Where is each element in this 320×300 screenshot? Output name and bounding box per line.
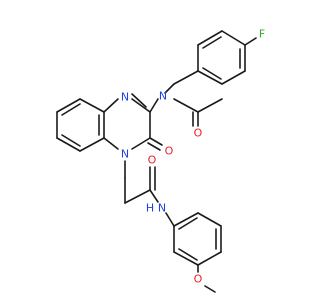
bond <box>103 137 119 150</box>
bond <box>244 37 257 46</box>
bond <box>56 98 81 113</box>
bond <box>165 212 175 227</box>
bond <box>173 98 199 113</box>
anilide-nitrogen-atom: N <box>158 202 166 215</box>
bond <box>149 98 159 113</box>
amide-carbonyl-oxygen-atom: O <box>148 154 157 167</box>
bond <box>197 70 223 85</box>
ring-nitrogen-top-atom: N <box>121 91 129 104</box>
bond <box>221 30 246 46</box>
bond <box>202 36 222 49</box>
bonds <box>56 30 257 293</box>
structure-drawing: F N N N O O O N H O <box>56 28 265 293</box>
bond <box>173 212 199 227</box>
bond <box>178 217 198 230</box>
ring-nitrogen-bottom-atom: N <box>121 148 129 161</box>
bond <box>197 98 223 113</box>
bond <box>197 251 222 266</box>
bond <box>131 137 151 150</box>
bond <box>124 189 151 204</box>
bond <box>197 212 222 227</box>
amide-nitrogen-atom: N <box>159 90 167 103</box>
bond <box>173 70 199 85</box>
bond <box>79 98 105 113</box>
bond <box>103 98 119 113</box>
bond <box>204 285 216 293</box>
bond <box>147 142 161 151</box>
bond <box>173 251 199 266</box>
bond <box>149 137 163 146</box>
bond <box>61 134 81 147</box>
bond <box>202 67 222 80</box>
anilide-hydrogen-atom: H <box>146 202 154 215</box>
ring-carbonyl-oxygen-atom: O <box>165 145 174 158</box>
bond <box>131 93 147 108</box>
bond <box>197 30 223 46</box>
methoxy-oxygen-atom: O <box>194 273 203 286</box>
bond <box>221 70 246 85</box>
molecule-canvas: F N N N O O O N H O <box>56 27 266 293</box>
bond <box>56 137 81 152</box>
atom-labels: F N N N O O O N H O <box>121 28 265 286</box>
fluorine-atom: F <box>259 28 265 41</box>
bond <box>79 137 105 152</box>
acetyl-oxygen-atom: O <box>194 127 203 140</box>
bond <box>178 248 198 261</box>
bond <box>61 103 81 116</box>
bond <box>164 83 175 94</box>
bond <box>131 98 151 113</box>
bond <box>149 189 159 203</box>
